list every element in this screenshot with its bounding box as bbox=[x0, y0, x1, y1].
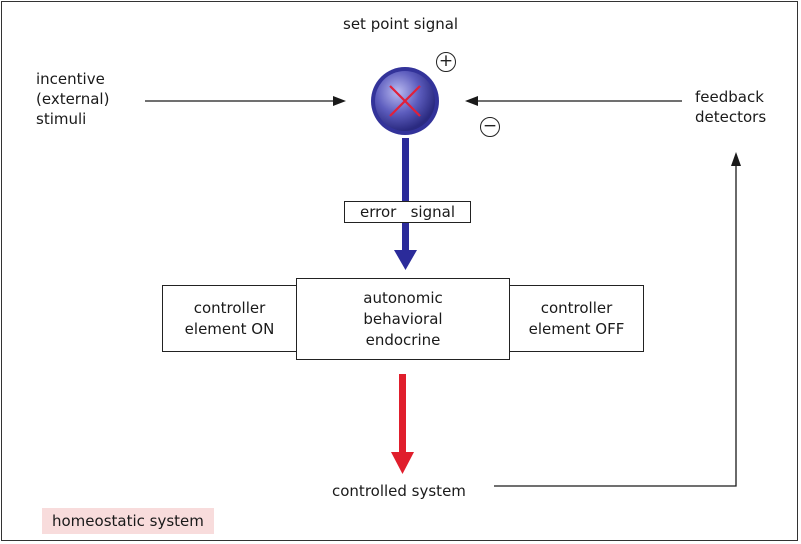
error-signal-arrow-shaft bbox=[402, 138, 409, 252]
incentive-arrowhead bbox=[333, 96, 346, 106]
controller-off-line-2: element OFF bbox=[528, 319, 625, 338]
controller-on-box: controller element ON bbox=[162, 285, 297, 352]
feedback-loop-arrowhead bbox=[731, 152, 741, 166]
feedback-line-1: feedback bbox=[695, 88, 764, 106]
controller-off-line-1: controller bbox=[540, 298, 613, 317]
error-signal-label: error signal bbox=[344, 201, 471, 223]
controlled-system-label: controlled system bbox=[332, 482, 466, 500]
incentive-label: incentive (external) stimuli bbox=[36, 69, 109, 129]
homeostatic-system-label: homeostatic system bbox=[42, 508, 214, 534]
center-line-1: autonomic bbox=[363, 288, 443, 307]
feedback-label: feedback detectors bbox=[695, 87, 766, 127]
comparator-cross-b bbox=[389, 85, 421, 117]
incentive-line-1: incentive bbox=[36, 70, 105, 88]
output-arrowhead bbox=[391, 452, 414, 474]
incentive-line-2: (external) bbox=[36, 90, 110, 108]
feedback-arrowhead bbox=[465, 96, 478, 106]
output-arrow-shaft bbox=[399, 374, 406, 454]
error-signal-arrowhead bbox=[394, 250, 417, 270]
controller-on-line-1: controller bbox=[193, 298, 266, 317]
minus-sign-icon: − bbox=[480, 117, 500, 137]
feedback-line-2: detectors bbox=[695, 108, 767, 126]
center-line-3: endocrine bbox=[365, 330, 441, 349]
controller-off-box: controller element OFF bbox=[509, 285, 644, 352]
center-line-2: behavioral bbox=[363, 309, 443, 328]
controller-on-line-2: element ON bbox=[184, 319, 275, 338]
incentive-line-3: stimuli bbox=[36, 110, 87, 128]
center-effector-box: autonomic behavioral endocrine bbox=[296, 278, 510, 360]
plus-sign-icon: + bbox=[436, 52, 456, 72]
set-point-label: set point signal bbox=[343, 15, 459, 33]
feedback-loop-line bbox=[494, 166, 737, 487]
